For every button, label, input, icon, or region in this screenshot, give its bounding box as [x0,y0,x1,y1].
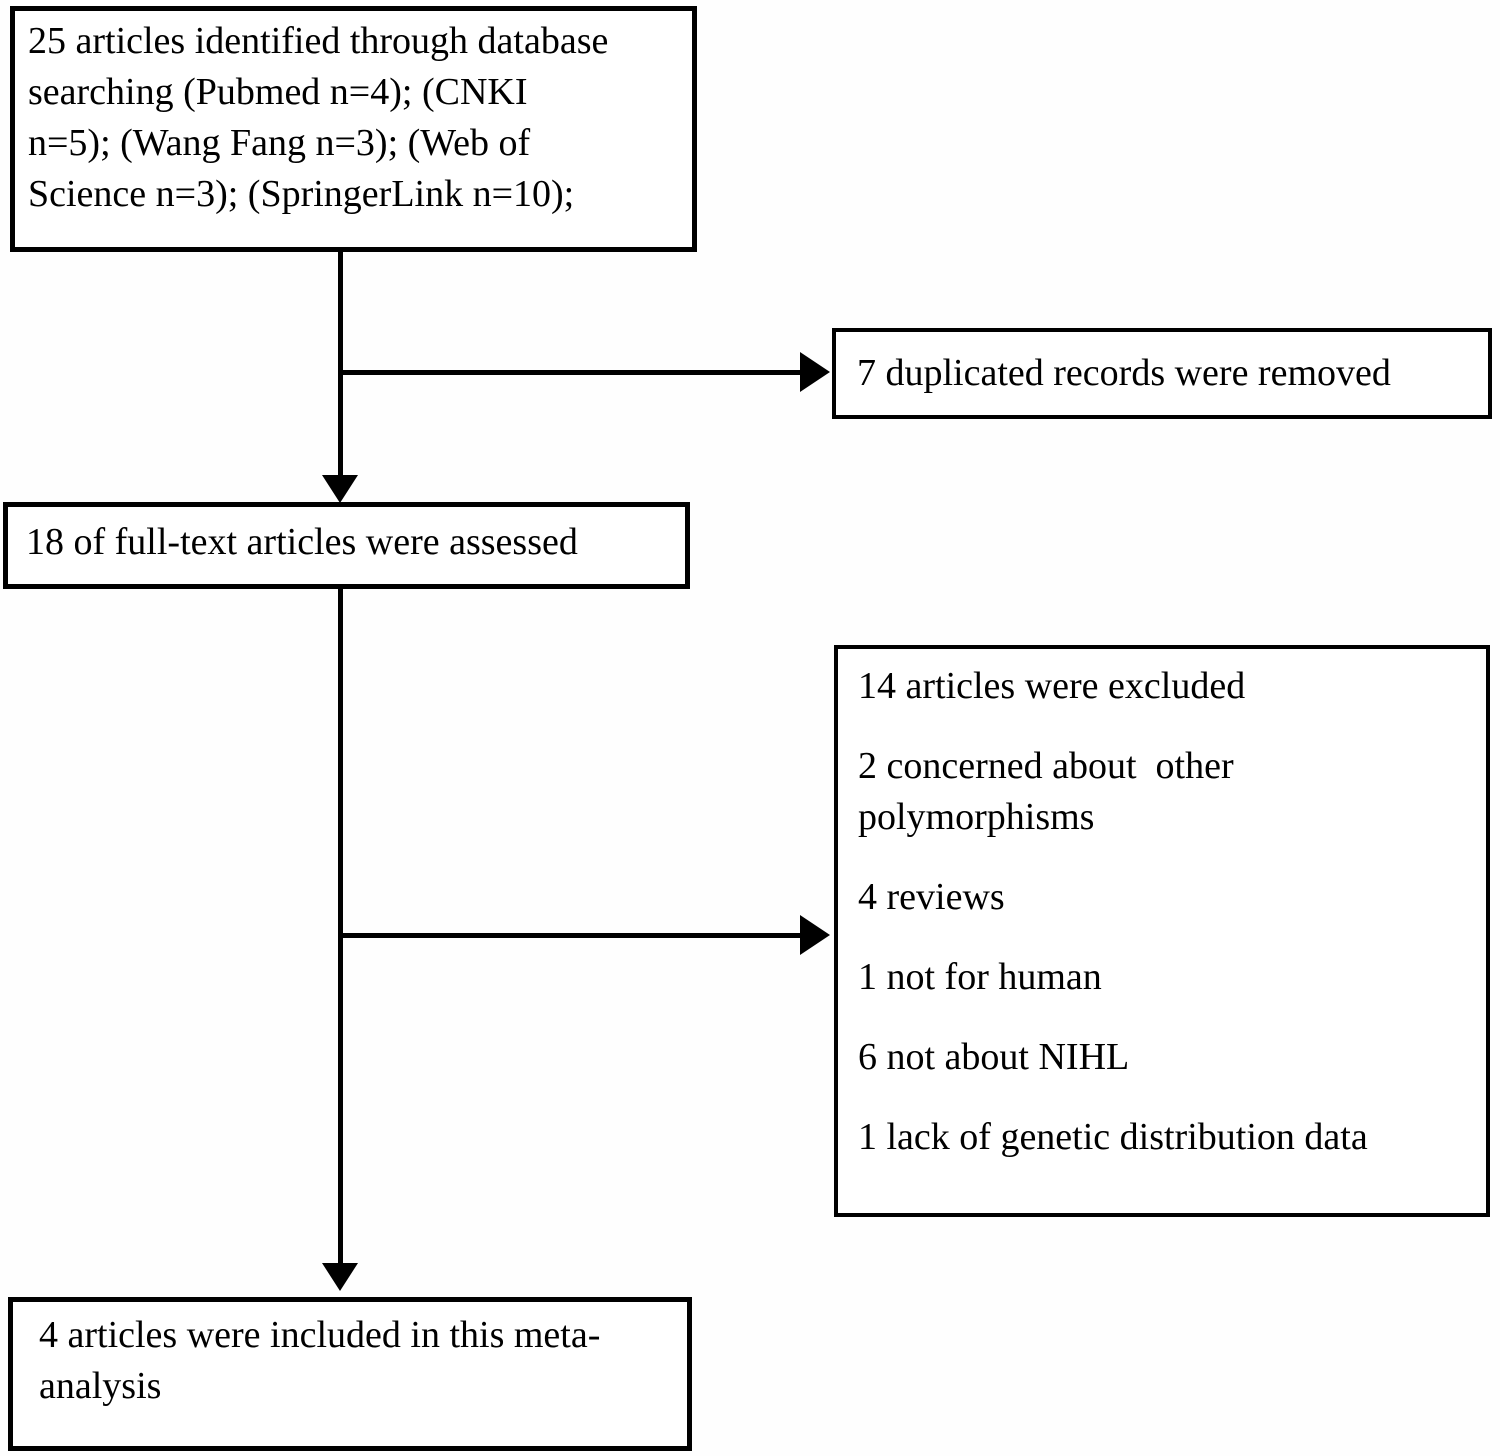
node-identified: 25 articles identified through database … [10,6,697,252]
excluded-reason-reviews: 4 reviews [858,876,1005,918]
node-identified-text: 25 articles identified through database … [28,20,609,215]
arrowhead-right-to-excluded-icon [800,915,830,955]
node-excluded: 14 articles were excluded 2 concerned ab… [834,645,1490,1217]
connector-to-excluded [338,933,802,938]
excluded-reason-not-human: 1 not for human [858,956,1102,998]
node-included-text: 4 articles were included in this meta- a… [39,1314,601,1407]
excluded-title: 14 articles were excluded [858,665,1246,707]
connector-assessed-to-included [338,589,343,1265]
excluded-reason-not-nihl: 6 not about NIHL [858,1036,1130,1078]
node-duplicates-removed: 7 duplicated records were removed [832,328,1492,419]
arrowhead-down-to-included-icon [322,1263,358,1291]
connector-identified-to-assessed [338,251,343,478]
node-fulltext-assessed-text: 18 of full-text articles were assessed [26,521,578,563]
arrowhead-down-to-assessed-icon [322,475,358,503]
excluded-reason-no-genetic-data: 1 lack of genetic distribution data [858,1116,1368,1158]
node-included: 4 articles were included in this meta- a… [8,1297,692,1451]
node-fulltext-assessed: 18 of full-text articles were assessed [3,502,690,589]
node-duplicates-removed-text: 7 duplicated records were removed [857,352,1391,394]
excluded-reason-other-polymorphisms: 2 concerned about other polymorphisms [858,745,1234,838]
arrowhead-right-to-duplicates-icon [800,352,830,392]
connector-to-duplicates-removed [338,370,802,375]
